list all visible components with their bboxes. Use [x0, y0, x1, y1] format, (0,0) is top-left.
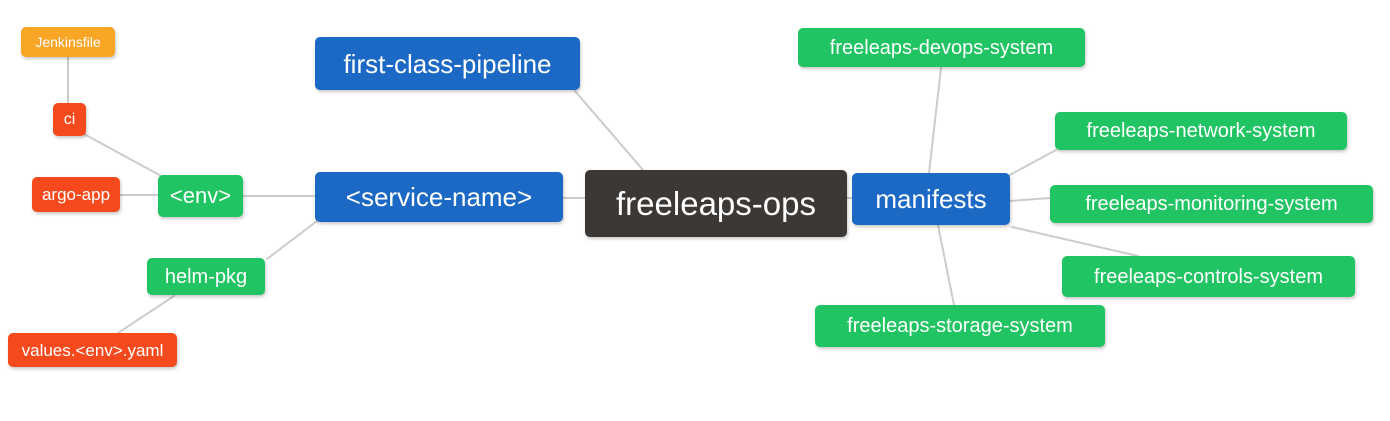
edge-helm-pkg-to-service-name — [266, 220, 318, 260]
node-ci[interactable]: ci — [53, 103, 86, 136]
edge-manifests-to-freeleaps-storage-system — [937, 224, 955, 306]
edge-first-class-pipeline-to-freeleaps-ops — [574, 90, 644, 171]
node-freeleaps-monitoring-system[interactable]: freeleaps-monitoring-system — [1050, 185, 1373, 223]
node-jenkinsfile[interactable]: Jenkinsfile — [21, 27, 115, 57]
edge-manifests-to-freeleaps-network-system — [1007, 149, 1057, 177]
node-freeleaps-ops[interactable]: freeleaps-ops — [585, 170, 847, 237]
edge-manifests-to-freeleaps-controls-system — [1011, 226, 1139, 257]
node-freeleaps-network-system[interactable]: freeleaps-network-system — [1055, 112, 1347, 150]
node-values-env-yaml[interactable]: values.<env>.yaml — [8, 333, 177, 367]
edge-manifests-to-freeleaps-devops-system — [928, 67, 942, 174]
node-helm-pkg[interactable]: helm-pkg — [147, 258, 265, 295]
edge-manifests-to-freeleaps-monitoring-system — [1009, 197, 1051, 202]
node-service-name[interactable]: <service-name> — [315, 172, 563, 222]
node-freeleaps-storage-system[interactable]: freeleaps-storage-system — [815, 305, 1105, 347]
node-argo-app[interactable]: argo-app — [32, 177, 120, 212]
node-env[interactable]: <env> — [158, 175, 243, 217]
node-freeleaps-controls-system[interactable]: freeleaps-controls-system — [1062, 256, 1355, 297]
node-freeleaps-devops-system[interactable]: freeleaps-devops-system — [798, 28, 1085, 67]
node-manifests[interactable]: manifests — [852, 173, 1010, 225]
node-first-class-pipeline[interactable]: first-class-pipeline — [315, 37, 580, 90]
edge-values-env-yaml-to-helm-pkg — [117, 295, 175, 334]
edge-ci-to-env — [83, 133, 164, 178]
